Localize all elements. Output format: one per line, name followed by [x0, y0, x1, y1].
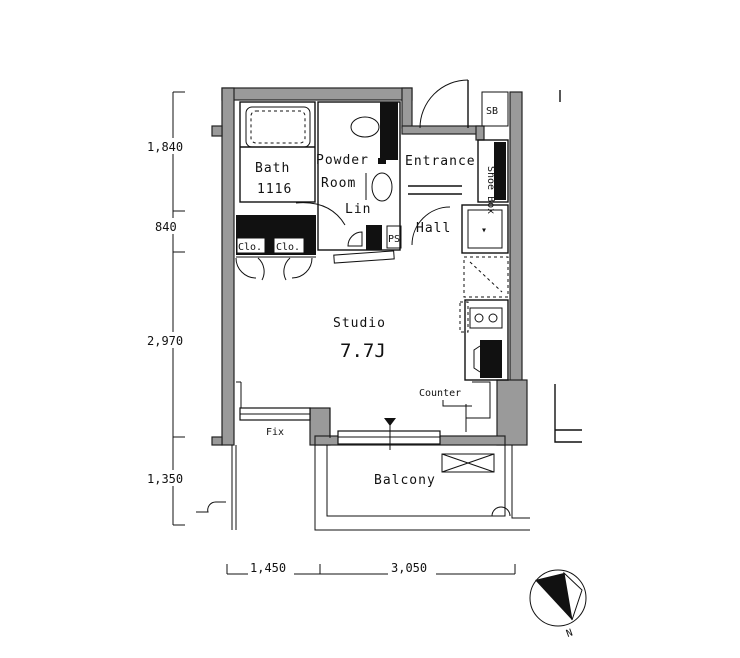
powder-room — [317, 101, 401, 251]
balcony: Balcony — [196, 445, 530, 531]
north-label: N — [565, 628, 574, 640]
dim-left-4: 1,350 — [147, 472, 183, 486]
ps-label: PS — [388, 234, 400, 245]
entrance-door-swing — [419, 79, 469, 129]
kitchen — [464, 299, 509, 381]
powder-room-label: Room — [321, 176, 356, 191]
left-dimension-line: 1,840 840 2,970 1,350 — [145, 91, 193, 526]
svg-text:▾: ▾ — [481, 225, 487, 236]
dim-bottom-2: 3,050 — [391, 561, 427, 575]
dim-left-1: 1,840 — [147, 140, 183, 154]
hall-label: Hall — [416, 221, 451, 236]
studio-label: Studio — [333, 316, 386, 331]
sink-icon — [480, 340, 502, 378]
shoe-box — [477, 139, 509, 203]
stove-icon — [469, 307, 503, 329]
dim-bottom-1: 1,450 — [250, 561, 286, 575]
sb-box — [481, 91, 509, 127]
bath-room — [239, 101, 316, 203]
powder-label: Powder — [316, 153, 369, 168]
counter-label: Counter — [419, 388, 461, 399]
compass-icon: N — [529, 569, 587, 640]
bathtub-icon — [245, 106, 311, 148]
dim-left-2: 840 — [155, 220, 177, 234]
sb-label: SB — [486, 106, 498, 117]
bath-label: Bath — [255, 161, 290, 176]
toilet-icon — [350, 116, 380, 138]
entrance-label: Entrance — [405, 154, 476, 169]
bath-size: 1116 — [257, 182, 292, 197]
ps-box — [386, 225, 402, 249]
fix-label: Fix — [266, 427, 284, 438]
closet-label-2: Clo. — [276, 242, 300, 253]
bottom-dimension-line: 1,450 3,050 — [226, 561, 516, 576]
shoe-box-label: Shoe Box — [485, 166, 496, 214]
balcony-label: Balcony — [374, 473, 436, 488]
washer-space — [461, 204, 509, 254]
studio-size: 7.7J — [340, 340, 386, 362]
walls — [211, 87, 528, 446]
linen-label: Lin — [345, 202, 371, 217]
washbasin-icon — [371, 172, 393, 202]
closet-label-1: Clo. — [238, 242, 262, 253]
dim-left-3: 2,970 — [147, 334, 183, 348]
